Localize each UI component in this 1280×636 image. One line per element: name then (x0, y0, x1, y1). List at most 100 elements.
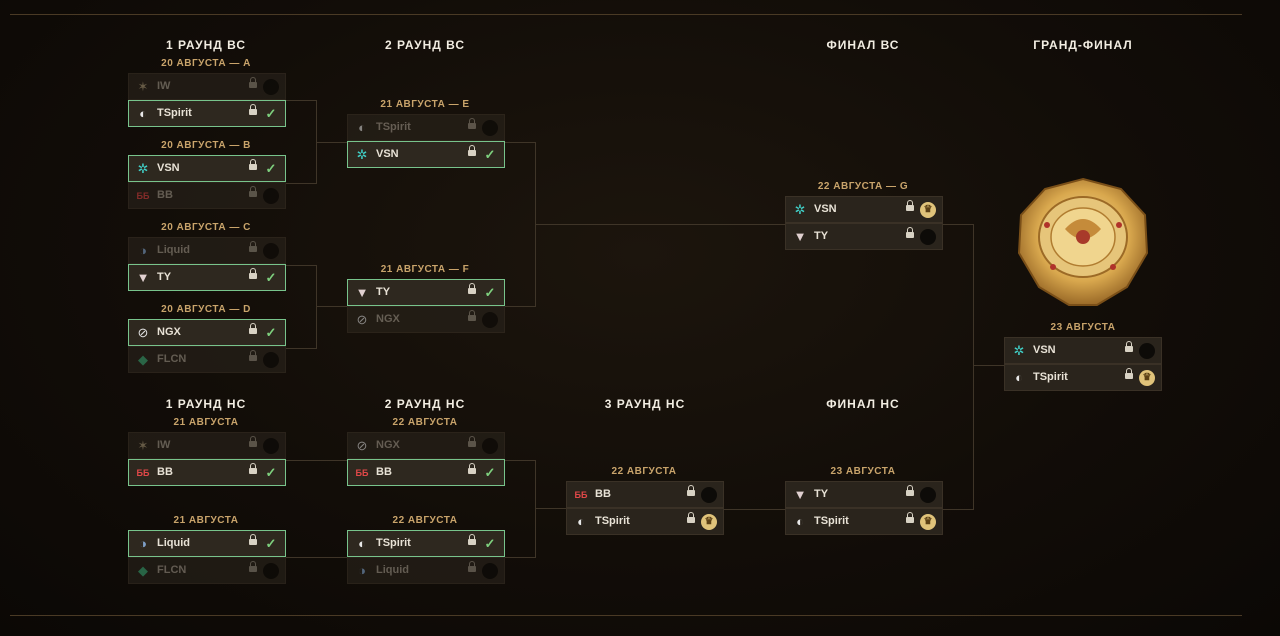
team-row[interactable]: ▼ TY ✓ (128, 264, 286, 291)
match-date: 20 АВГУСТА — C (161, 222, 251, 233)
team-name: NGX (157, 326, 181, 338)
team-row[interactable]: ▼ TY (785, 223, 943, 250)
column-title-lower-r2: 2 РАУНД НС (384, 397, 466, 411)
team-row[interactable]: ◐ TSpirit ✓ (347, 530, 505, 557)
team-row[interactable]: ◐ TSpirit ♛ (785, 508, 943, 535)
empty-result-icon (263, 352, 279, 368)
team-row[interactable]: ✲ VSN ♛ (785, 196, 943, 223)
column-title-lower-r3: 3 РАУНД НС (604, 397, 686, 411)
team-row[interactable]: ✲ VSN ✓ (347, 141, 505, 168)
lock-icon (249, 463, 257, 474)
empty-result-icon (263, 243, 279, 259)
match-date: 23 АВГУСТА (830, 466, 896, 477)
connector (535, 460, 536, 558)
team-row[interactable]: ⊘ NGX (347, 306, 505, 333)
check-icon: ✓ (484, 285, 496, 300)
empty-result-icon (263, 438, 279, 454)
connector (724, 509, 785, 510)
team-spirit-logo-icon: ◐ (577, 514, 585, 529)
team-spirit-logo-icon: ◐ (1015, 370, 1023, 385)
lock-icon (249, 534, 257, 545)
bracket-frame (10, 14, 1242, 616)
check-icon: ✓ (484, 465, 496, 480)
team-row[interactable]: ББ BB ✓ (128, 459, 286, 486)
team-spirit-logo-icon: ◐ (358, 536, 366, 551)
team-row[interactable]: ◐ TSpirit ♛ (1004, 364, 1162, 391)
check-icon: ✓ (265, 270, 277, 285)
crown-icon: ♛ (920, 514, 936, 530)
team-row[interactable]: ◐ TSpirit ✓ (128, 100, 286, 127)
aegis-trophy-icon (1017, 177, 1149, 306)
team-row[interactable]: ◑ Liquid (128, 237, 286, 264)
team-name: TY (376, 286, 391, 298)
match-date: 21 АВГУСТА (173, 417, 239, 428)
team-row[interactable]: ББ BB (566, 481, 724, 508)
connector (286, 100, 316, 101)
team-liquid-logo-icon: ◑ (139, 243, 147, 258)
team-vsn-logo-icon: ✲ (1013, 343, 1025, 358)
column-title-lower-r1: 1 РАУНД НС (165, 397, 247, 411)
team-name: Liquid (157, 244, 190, 256)
lock-icon (249, 350, 257, 361)
match-date: 20 АВГУСТА — D (161, 304, 251, 315)
connector (316, 265, 317, 349)
team-name: NGX (376, 313, 400, 325)
team-name: TSpirit (376, 537, 411, 549)
lock-icon (249, 323, 257, 334)
team-vsn-logo-icon: ✲ (137, 161, 149, 176)
team-vsn-logo-icon: ✲ (356, 147, 368, 162)
lock-icon (249, 241, 257, 252)
lock-icon (468, 145, 476, 156)
connector (286, 348, 316, 349)
team-iw-logo-icon: ✶ (137, 438, 149, 453)
team-row[interactable]: ◆ FLCN (128, 346, 286, 373)
team-row[interactable]: ББ BB (128, 182, 286, 209)
empty-result-icon (263, 188, 279, 204)
lock-icon (249, 561, 257, 572)
team-row[interactable]: ◆ FLCN (128, 557, 286, 584)
match-date: 20 АВГУСТА — A (161, 58, 251, 69)
team-name: TY (814, 488, 829, 500)
team-row[interactable]: ✲ VSN (1004, 337, 1162, 364)
connector (505, 306, 535, 307)
team-row[interactable]: ◐ TSpirit (347, 114, 505, 141)
team-spirit-logo-icon: ◐ (796, 514, 804, 529)
team-ty-logo-icon: ▼ (355, 285, 369, 300)
team-row[interactable]: ББ BB ✓ (347, 459, 505, 486)
lock-icon (468, 310, 476, 321)
team-flcn-logo-icon: ◆ (138, 352, 148, 367)
match-date: 22 АВГУСТА (611, 466, 677, 477)
team-row[interactable]: ✶ IW (128, 73, 286, 100)
connector (316, 142, 347, 143)
lock-icon (249, 77, 257, 88)
team-name: BB (157, 466, 173, 478)
team-row[interactable]: ▼ TY (785, 481, 943, 508)
match-date: 22 АВГУСТА (392, 515, 458, 526)
team-row[interactable]: ▼ TY ✓ (347, 279, 505, 306)
team-ty-logo-icon: ▼ (136, 270, 150, 285)
crown-icon: ♛ (701, 514, 717, 530)
column-title-grand-final: ГРАНД-ФИНАЛ (1033, 38, 1133, 52)
team-row[interactable]: ◑ Liquid ✓ (128, 530, 286, 557)
empty-result-icon (263, 563, 279, 579)
connector (535, 224, 785, 225)
team-name: VSN (376, 148, 399, 160)
team-row[interactable]: ✲ VSN ✓ (128, 155, 286, 182)
check-icon: ✓ (265, 536, 277, 551)
team-row[interactable]: ⊘ NGX (347, 432, 505, 459)
empty-result-icon (1139, 343, 1155, 359)
team-name: BB (376, 466, 392, 478)
team-bb-logo-icon: ББ (355, 468, 369, 478)
connector (505, 142, 535, 143)
team-iw-logo-icon: ✶ (137, 79, 149, 94)
connector (943, 224, 973, 225)
empty-result-icon (482, 120, 498, 136)
team-row[interactable]: ◑ Liquid (347, 557, 505, 584)
team-row[interactable]: ◐ TSpirit ♛ (566, 508, 724, 535)
team-row[interactable]: ⊘ NGX ✓ (128, 319, 286, 346)
team-row[interactable]: ✶ IW (128, 432, 286, 459)
lock-icon (1125, 341, 1133, 352)
team-name: BB (595, 488, 611, 500)
lock-icon (468, 118, 476, 129)
lock-icon (906, 200, 914, 211)
